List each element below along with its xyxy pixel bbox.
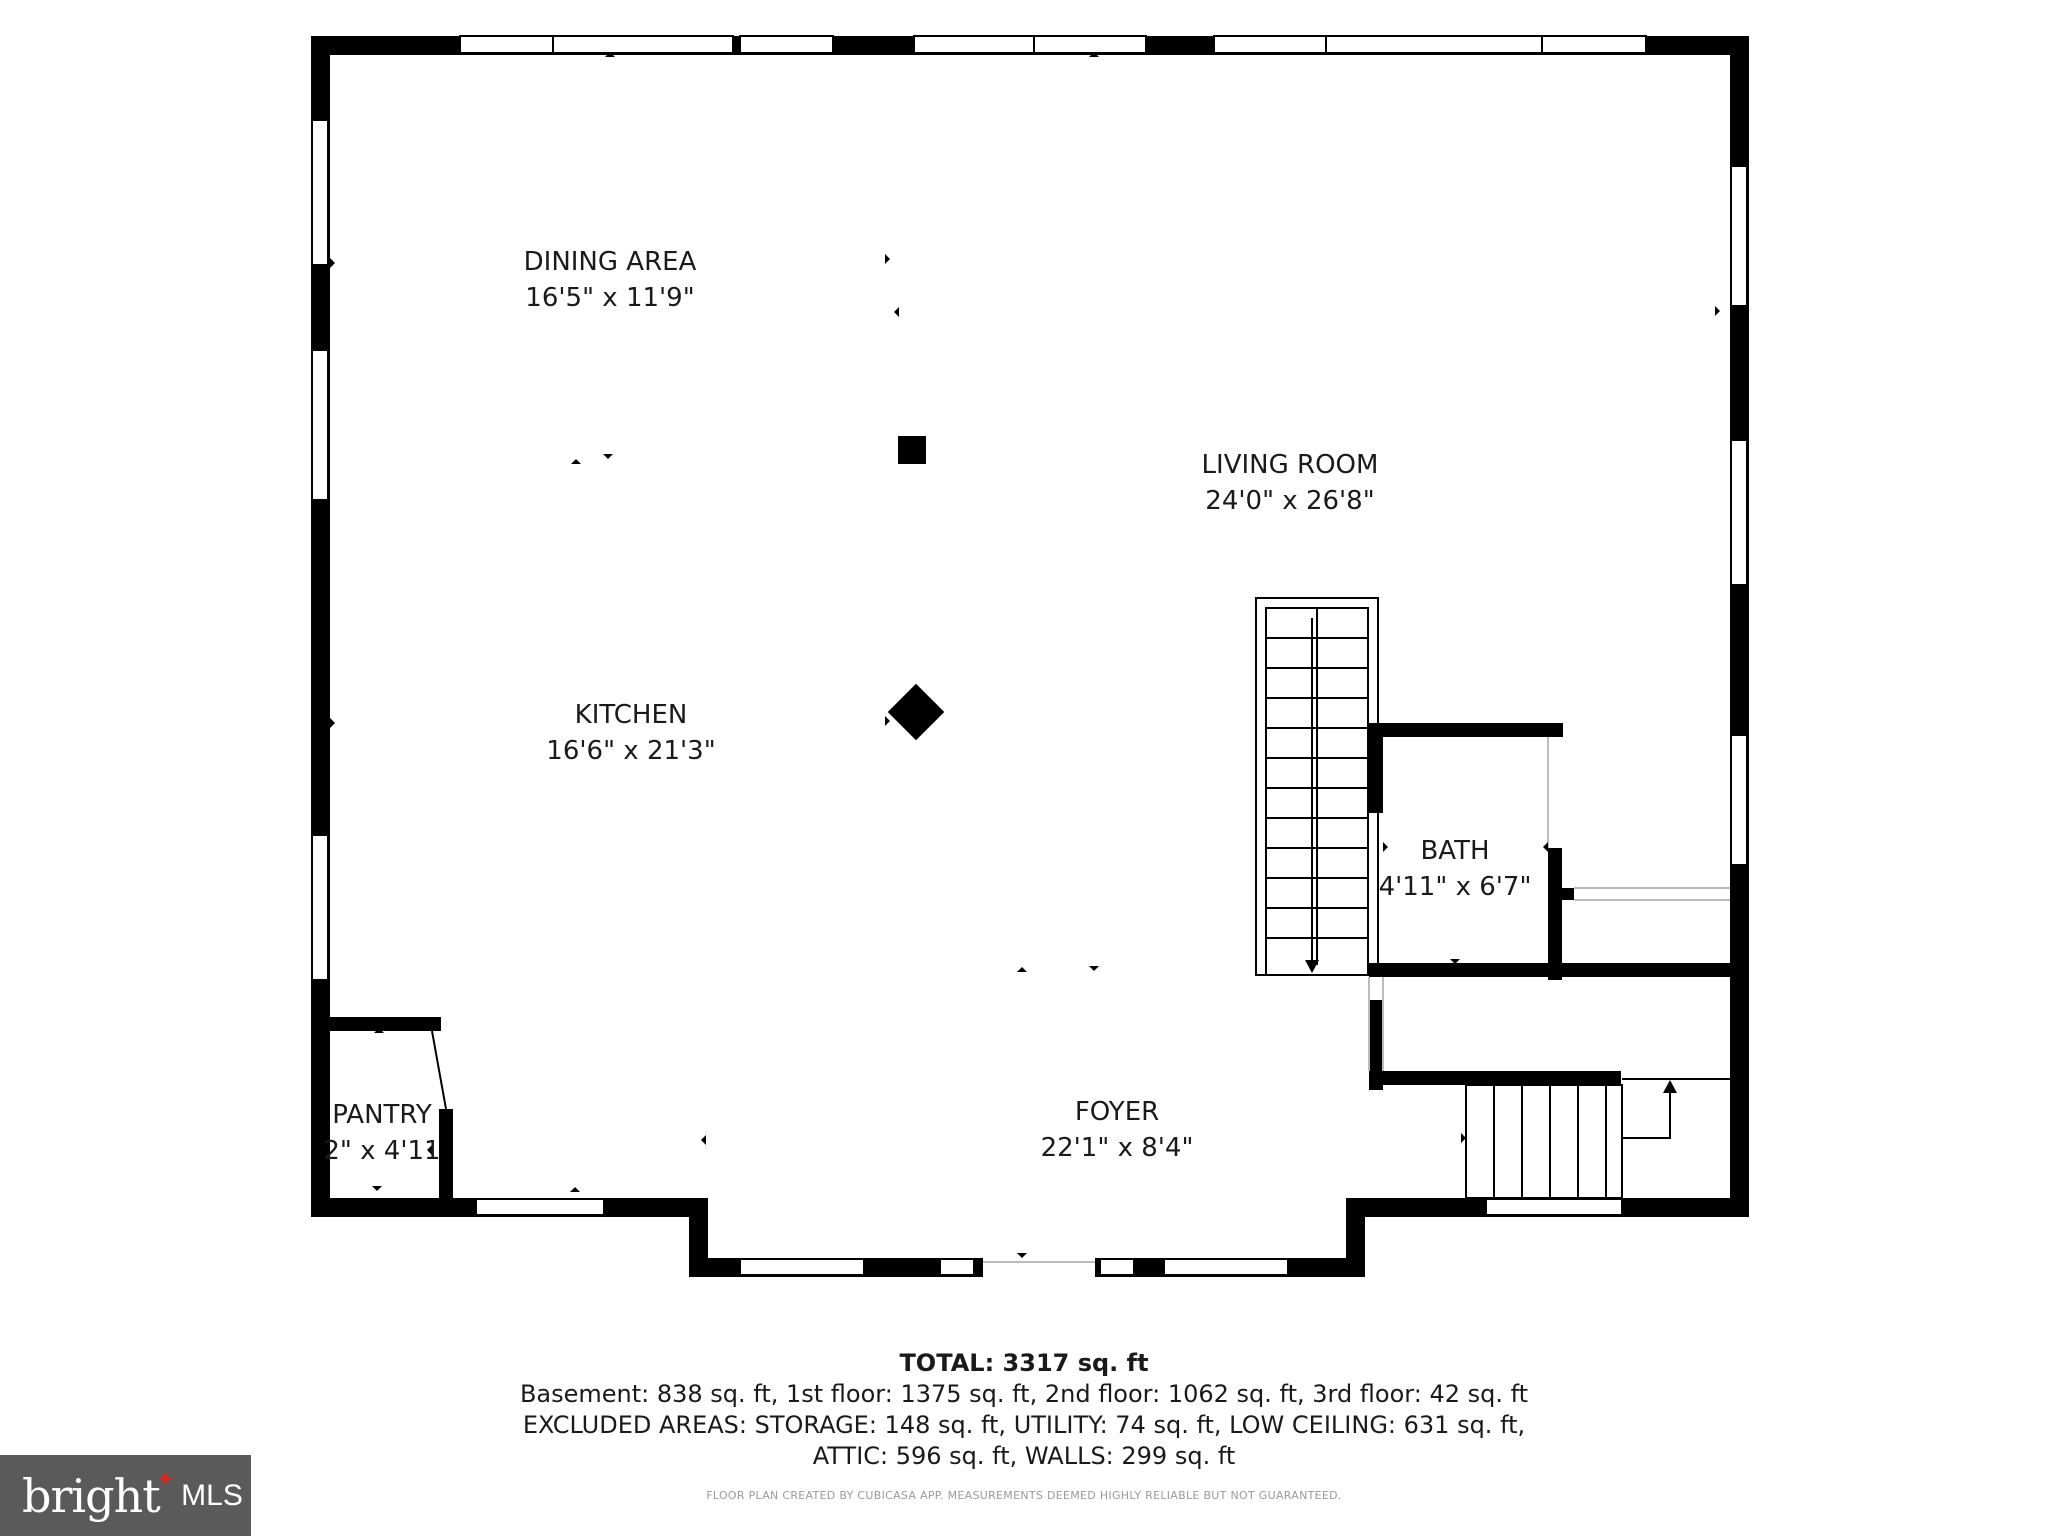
stairs-main bbox=[1255, 597, 1379, 976]
walls bbox=[311, 36, 1749, 1277]
logo-star-icon: ✦ bbox=[156, 1466, 176, 1492]
room-dims-pantry: 2" x 4'11 bbox=[323, 1136, 440, 1166]
room-labels: DINING AREA 16'5" x 11'9" LIVING ROOM 24… bbox=[323, 247, 1531, 1166]
bright-mls-logo: bright✦MLS bbox=[0, 1455, 251, 1536]
room-dims-dining-area: 16'5" x 11'9" bbox=[525, 283, 694, 313]
total-area: TOTAL: 3317 sq. ft bbox=[899, 1349, 1149, 1377]
room-dims-bath: 4'11" x 6'7" bbox=[1379, 872, 1532, 902]
excluded-areas: EXCLUDED AREAS: STORAGE: 148 sq. ft, UTI… bbox=[522, 1411, 1526, 1439]
door-openings bbox=[983, 737, 1730, 1263]
disclaimer: FLOOR PLAN CREATED BY CUBICASA APP. MEAS… bbox=[706, 1489, 1342, 1502]
area-summary: TOTAL: 3317 sq. ft Basement: 838 sq. ft,… bbox=[0, 1348, 2048, 1472]
windows bbox=[311, 35, 1748, 1276]
stairs-lower bbox=[1465, 1078, 1730, 1199]
room-name-dining-area: DINING AREA bbox=[524, 247, 697, 277]
room-name-foyer: FOYER bbox=[1075, 1097, 1159, 1127]
floor-breakdown: Basement: 838 sq. ft, 1st floor: 1375 sq… bbox=[519, 1380, 1529, 1408]
room-dims-kitchen: 16'6" x 21'3" bbox=[546, 736, 715, 766]
stair-arrow-down-icon bbox=[1305, 960, 1319, 973]
logo-brand: bright bbox=[22, 1468, 161, 1523]
room-name-living-room: LIVING ROOM bbox=[1202, 450, 1379, 480]
room-dims-foyer: 22'1" x 8'4" bbox=[1041, 1133, 1194, 1163]
room-name-bath: BATH bbox=[1420, 836, 1489, 866]
logo-suffix: MLS bbox=[181, 1478, 243, 1512]
room-name-kitchen: KITCHEN bbox=[575, 700, 688, 730]
room-name-pantry: PANTRY bbox=[332, 1100, 432, 1130]
measurement-markers bbox=[324, 52, 1720, 1258]
excluded-areas-cont: ATTIC: 596 sq. ft, WALLS: 299 sq. ft bbox=[812, 1442, 1236, 1470]
stair-arrow-up-icon bbox=[1663, 1080, 1677, 1093]
room-dims-living-room: 24'0" x 26'8" bbox=[1205, 486, 1374, 516]
